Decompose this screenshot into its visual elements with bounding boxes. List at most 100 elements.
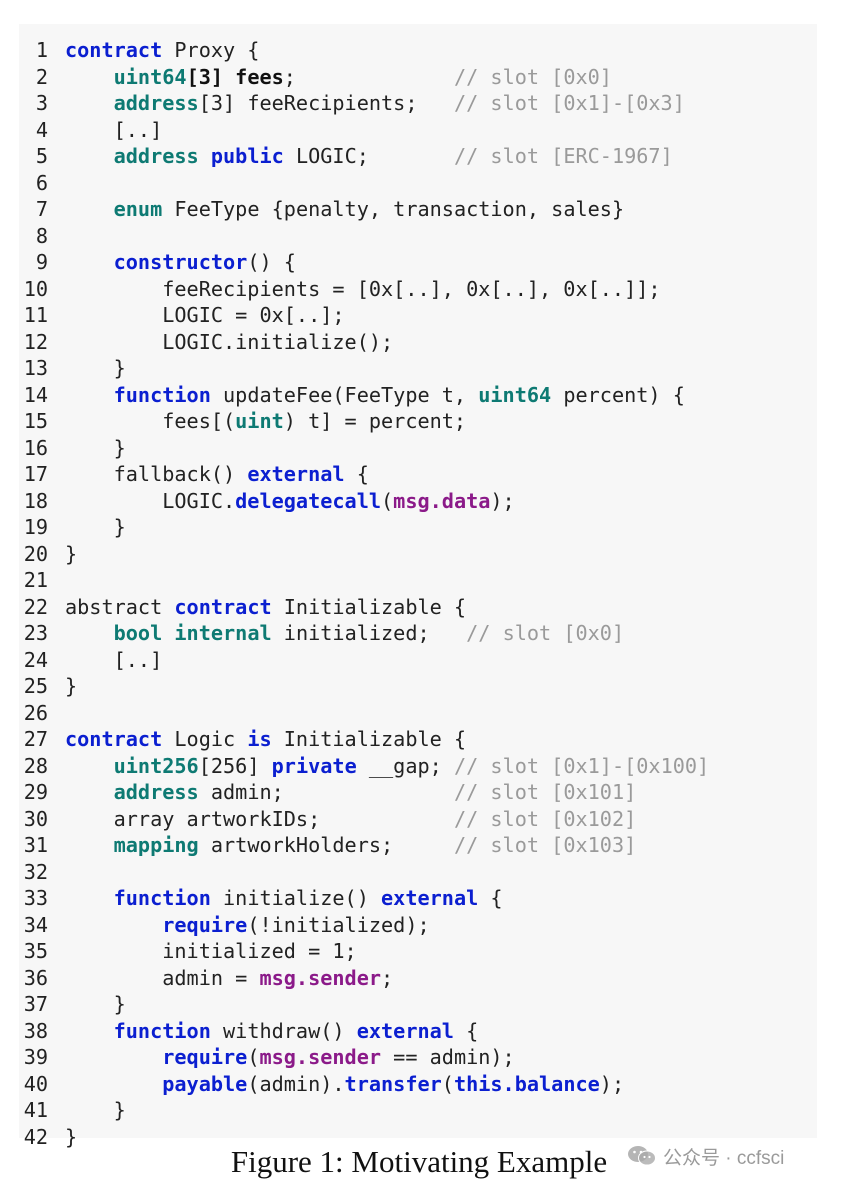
code-keyword: uint64 (478, 382, 552, 407)
code-token: feeRecipients = [0x[..], 0x[..], 0x[..]]… (65, 276, 661, 301)
line-number: 39 (23, 1045, 48, 1069)
code-token: == admin); (381, 1045, 515, 1069)
code-line: 7 enum FeeType {penalty, transaction, sa… (19, 196, 817, 223)
code-token: LOGIC; (283, 144, 454, 168)
code-keyword: [3] fees (186, 64, 284, 89)
line-number: 22 (23, 594, 48, 619)
code-text: function updateFee(FeeType t, uint64 per… (65, 382, 685, 409)
code-keyword: address (113, 144, 199, 168)
code-token: FeeType {penalty, transaction, sales} (162, 197, 625, 221)
code-token: ( (441, 1071, 454, 1096)
code-token: updateFee(FeeType t, (210, 382, 479, 407)
code-text: function withdraw() external { (65, 1018, 479, 1045)
line-number: 35 (23, 939, 48, 963)
code-comment: // slot [0x103] (453, 833, 637, 857)
code-token: } (65, 1098, 126, 1122)
code-keyword: uint (235, 409, 284, 433)
line-number: 16 (23, 435, 48, 460)
line-number: 3 (35, 91, 48, 115)
code-line: 24 [..] (19, 647, 817, 674)
code-keyword: internal (174, 621, 272, 645)
code-text: address public LOGIC; // slot [ERC-1967] (65, 143, 673, 170)
code-token: [3] feeRecipients; (198, 91, 454, 115)
code-keyword: msg.sender (259, 965, 382, 990)
line-number: 40 (23, 1071, 48, 1096)
line-number: 38 (23, 1018, 48, 1043)
code-token: admin; (198, 780, 454, 804)
code-text: fallback() external { (65, 461, 369, 488)
code-line: 25} (19, 673, 817, 700)
line-number: 23 (23, 621, 48, 645)
code-text: LOGIC.initialize(); (65, 329, 393, 356)
code-token: withdraw() (210, 1018, 357, 1043)
code-token: ) t] = percent; (283, 409, 467, 433)
code-keyword: enum (113, 197, 163, 221)
line-number: 11 (23, 303, 48, 327)
code-line: 18 LOGIC.delegatecall(msg.data); (19, 488, 817, 515)
code-comment: // slot [0x102] (453, 806, 637, 831)
code-keyword: uint64 (113, 64, 187, 89)
code-token (199, 144, 211, 168)
code-comment: // slot [0x0] (453, 64, 612, 89)
line-number: 18 (23, 488, 48, 513)
code-text: fees[(uint) t] = percent; (65, 408, 466, 435)
code-token (65, 780, 114, 804)
code-keyword: public (210, 144, 284, 168)
code-line: 19 } (19, 514, 817, 541)
code-token: [..] (65, 117, 163, 142)
code-keyword: external (247, 462, 345, 486)
code-token: { (344, 462, 369, 486)
code-text: LOGIC = 0x[..]; (65, 302, 345, 329)
code-text: feeRecipients = [0x[..], 0x[..], 0x[..]]… (65, 276, 661, 303)
code-token: ); (599, 1071, 625, 1096)
code-keyword: delegatecall (235, 488, 382, 513)
code-line: 21 (19, 567, 817, 594)
code-text: } (65, 1124, 77, 1151)
code-token (65, 250, 114, 274)
watermark: 公众号 · ccfsci (624, 1141, 788, 1171)
code-line: 28 uint256[256] private __gap; // slot [… (19, 753, 817, 780)
code-line: 13 } (19, 355, 817, 382)
code-token: Logic (162, 727, 248, 751)
code-line: 31 mapping artworkHolders; // slot [0x10… (19, 832, 817, 859)
line-number: 10 (23, 276, 48, 301)
code-token: Initializable { (271, 727, 467, 751)
code-token: admin = (65, 965, 260, 990)
code-comment: // slot [0x1]-[0x3] (453, 91, 685, 115)
code-token (65, 197, 114, 221)
code-token (65, 621, 114, 645)
code-token: LOGIC = 0x[..]; (65, 303, 345, 327)
line-number: 41 (23, 1098, 48, 1122)
code-line: 40 payable(admin).transfer(this.balance)… (19, 1071, 817, 1098)
code-keyword: contract (65, 38, 163, 62)
wechat-icon (627, 1144, 657, 1168)
code-text: LOGIC.delegatecall(msg.data); (65, 488, 515, 515)
code-line: 2 uint64[3] fees; // slot [0x0] (19, 64, 817, 91)
code-text: } (65, 514, 126, 541)
code-token (65, 144, 114, 168)
code-token: abstract (65, 594, 175, 619)
code-text: address admin; // slot [0x101] (65, 779, 637, 806)
line-number: 12 (23, 329, 48, 354)
code-token: initialized; (271, 621, 467, 645)
code-token: percent) { (551, 382, 685, 407)
code-line: 17 fallback() external { (19, 461, 817, 488)
code-line: 14 function updateFee(FeeType t, uint64 … (19, 382, 817, 409)
code-token: fees[( (65, 409, 236, 433)
code-token: } (65, 435, 126, 460)
code-text: [..] (65, 117, 163, 144)
code-text: initialized = 1; (65, 938, 356, 965)
line-number: 20 (23, 541, 48, 566)
line-number: 32 (23, 859, 48, 884)
line-number: 33 (23, 886, 48, 910)
line-number: 21 (23, 568, 48, 592)
line-number: 5 (35, 144, 48, 168)
code-keyword: contract (65, 727, 163, 751)
code-token: LOGIC.initialize(); (65, 329, 394, 354)
code-keyword: contract (174, 594, 272, 619)
code-text: function initialize() external { (65, 885, 503, 912)
code-token (65, 1072, 162, 1096)
code-token: ( (381, 488, 394, 513)
